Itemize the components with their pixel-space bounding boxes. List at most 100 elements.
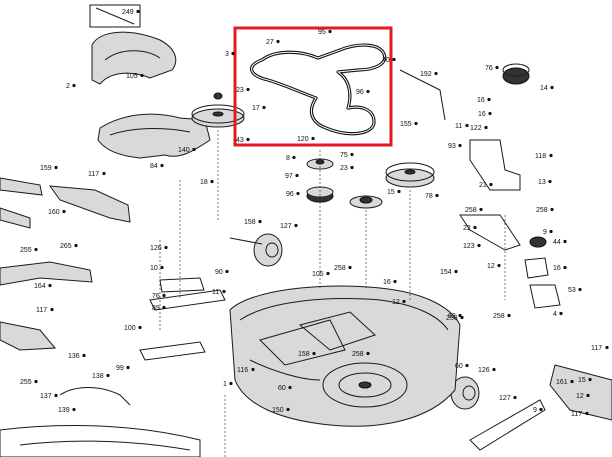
deflector-left [0,177,201,457]
callout-label: 93 [448,143,456,150]
callout-dot [487,97,491,102]
callout-dot [162,305,166,310]
pulley-78 [349,195,383,209]
callout-label: 2 [66,83,70,90]
callout-dot [292,155,296,160]
callout-label: 11 [212,289,219,296]
callout-dot [548,179,552,184]
callout-dot [402,299,406,304]
callout-dot [392,57,396,62]
callout-dot [350,165,354,170]
callout-dot [140,73,144,78]
callout-label: 258 [334,265,346,272]
callout-label: 17 [252,105,260,112]
callout-label: 84 [150,163,158,170]
callout-label: 76 [152,293,160,300]
callout-label: 136 [68,353,80,360]
callout-dot [454,269,458,274]
callout-label: 9 [543,229,547,236]
callout-dot [559,311,563,316]
idler-pulley-17 [191,92,245,128]
callout-dot [106,373,110,378]
callout-dot [326,271,330,276]
callout-label: 139 [58,407,70,414]
callout-label: 126 [478,367,490,374]
callout-dot [585,411,589,416]
callout-label: 16 [478,111,486,118]
callout-label: 15 [578,377,586,384]
callout-dot [513,395,517,400]
callout-dot [251,367,255,372]
callout-dot [563,265,567,270]
callout-dot [258,219,262,224]
callout-label: 3 [225,51,229,58]
callout-dot [34,379,38,384]
callout-label: 137 [40,393,52,400]
callout-label: 105 [312,271,324,278]
callout-dot [262,105,266,110]
callout-dot [222,289,226,294]
leader-lines [159,130,506,457]
callout-label: 78 [425,193,433,200]
callout-label: 96 [356,89,364,96]
belt-cover-left [97,113,211,159]
callout-label: 249 [122,9,134,16]
callout-dot [366,89,370,94]
callout-label: 12 [576,393,584,400]
callout-dot [311,136,315,141]
callout-dot [276,39,280,44]
callout-dot [50,307,54,312]
callout-label: 138 [92,373,104,380]
callout-label: 43 [236,137,244,144]
callout-label: 53 [568,287,576,294]
callout-dot [578,287,582,292]
callout-label: 117 [36,307,47,314]
callout-dot [160,163,164,168]
callout-dot [72,83,76,88]
callout-dot [48,283,52,288]
callout-dot [435,193,439,198]
callout-dot [348,265,352,270]
callout-dot [162,293,166,298]
callout-label: 23 [236,87,244,94]
callout-dot [160,265,164,270]
callout-label: 140 [178,147,190,154]
callout-dot [54,393,58,398]
callout-dot [350,152,354,157]
callout-label: 158 [244,219,256,226]
callout-label: 150 [272,407,284,414]
callout-dot [54,165,58,170]
callout-label: 10 [150,265,158,272]
callout-label: 95 [318,29,326,36]
gauge-wheels [253,233,480,410]
callout-label: 16 [553,265,561,272]
callout-dot [294,223,298,228]
callout-label: 117 [571,411,582,418]
mower-deck [229,285,461,427]
callout-dot [62,209,66,214]
callout-dot [328,29,332,34]
callout-dot [479,207,483,212]
callout-dot [210,179,214,184]
callout-label: 21 [479,182,487,189]
callout-dot [225,269,229,274]
callout-dot [465,123,469,128]
callout-label: 16 [477,97,485,104]
callout-dot [72,407,76,412]
callout-label: 117 [591,345,602,352]
callout-dot [126,365,130,370]
callout-label: 22 [463,225,471,232]
callout-label: 120 [297,136,309,143]
callout-dot [549,153,553,158]
callout-label: 159 [40,165,52,172]
callout-label: 117 [88,171,99,178]
callout-label: 155 [400,121,412,128]
callout-label: 99 [116,365,124,372]
callout-label: 97 [285,173,293,180]
callout-dot [286,407,290,412]
callout-dot [477,243,481,248]
callout-label: 160 [48,209,60,216]
callout-labels: 2491052140159117160255265164117255136137… [20,9,609,418]
